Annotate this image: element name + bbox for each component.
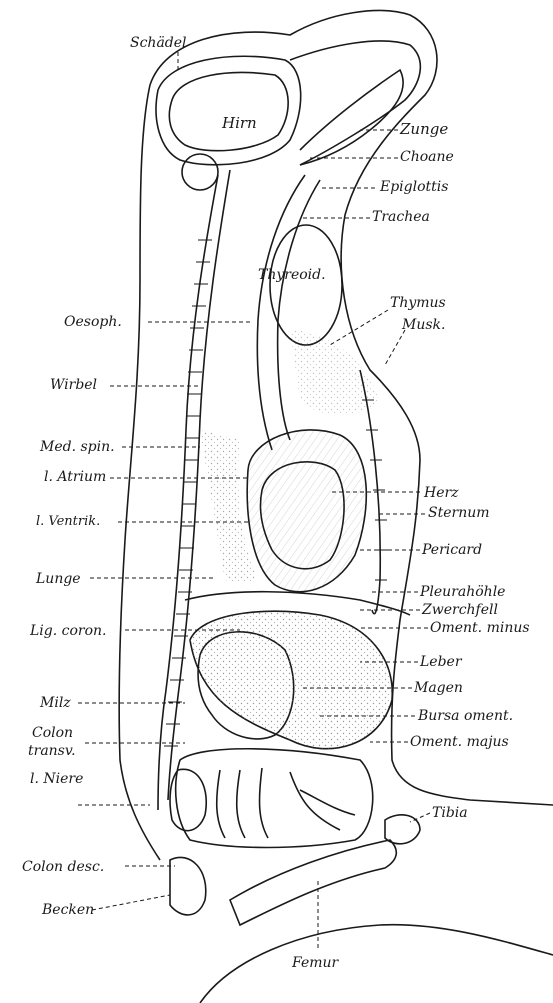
cerebellum <box>182 154 218 190</box>
label-lig-coron: Lig. coron. <box>30 624 107 638</box>
label-femur: Femur <box>292 956 338 970</box>
label-schaedel: Schädel <box>130 36 187 50</box>
label-l-atrium: l. Atrium <box>44 470 106 484</box>
label-epiglottis: Epiglottis <box>380 180 448 194</box>
label-l-ventrik: l. Ventrik. <box>36 515 100 528</box>
tongue <box>300 70 403 165</box>
label-colon-desc: Colon desc. <box>22 860 104 874</box>
label-becken: Becken <box>42 903 94 917</box>
label-musk: Musk. <box>402 318 445 332</box>
label-sternum: Sternum <box>428 506 490 520</box>
label-zunge: Zunge <box>400 122 448 137</box>
label-pericard: Pericard <box>422 543 482 557</box>
label-l-niere: l. Niere <box>30 772 83 786</box>
label-pleurahoehle: Pleurahöhle <box>420 585 505 599</box>
label-milz: Milz <box>40 696 71 710</box>
label-thyreoid: Thyreoid. <box>258 268 326 282</box>
label-tibia: Tibia <box>432 806 468 820</box>
intestines <box>176 749 373 848</box>
label-hirn: Hirn <box>222 116 257 131</box>
label-bursa-oment: Bursa oment. <box>418 709 513 723</box>
label-wirbel: Wirbel <box>50 378 97 392</box>
label-thymus: Thymus <box>390 296 446 310</box>
label-colon-transv-2: transv. <box>28 744 76 758</box>
label-oesoph: Oesoph. <box>64 315 122 329</box>
label-leber: Leber <box>420 655 462 669</box>
back-outline <box>119 85 160 860</box>
label-med-spin: Med. spin. <box>40 440 115 454</box>
label-herz: Herz <box>424 486 459 500</box>
thyroid <box>270 225 342 345</box>
label-oment-minus: Oment. minus <box>430 621 530 635</box>
label-colon-transv-1: Colon <box>32 726 73 740</box>
label-choane: Choane <box>400 150 454 164</box>
brain <box>169 72 288 150</box>
label-zwerchfell: Zwerchfell <box>422 603 498 617</box>
leg-outline <box>200 925 553 1003</box>
label-oment-majus: Oment. majus <box>410 735 509 749</box>
trachea <box>257 175 305 450</box>
label-lunge: Lunge <box>36 572 81 586</box>
label-trachea: Trachea <box>372 210 430 224</box>
label-magen: Magen <box>414 681 463 695</box>
pelvis <box>170 857 206 915</box>
femur <box>230 840 396 925</box>
